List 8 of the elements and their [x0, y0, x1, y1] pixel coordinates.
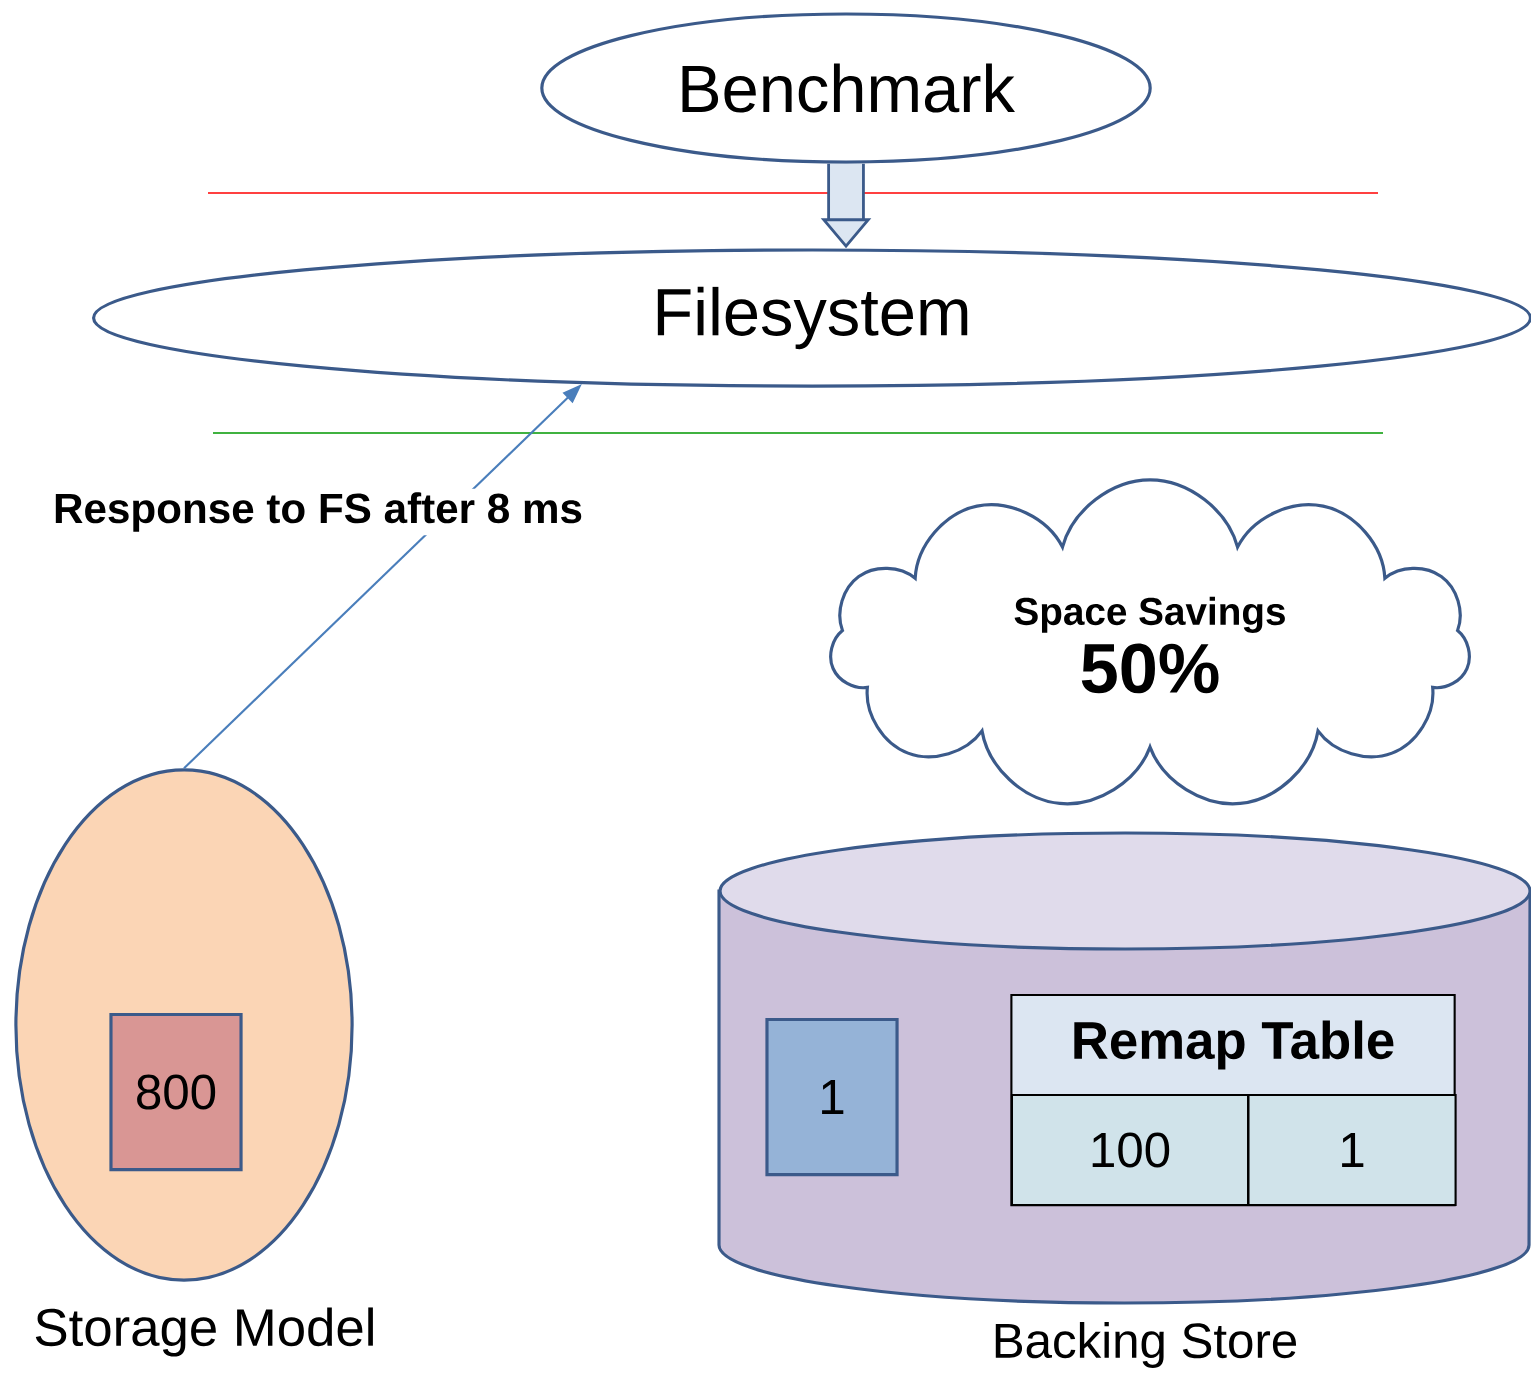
table-cell: 100 [1010, 1093, 1250, 1207]
edge-label: Response to FS after 8 ms [49, 488, 587, 536]
cloud: Space Savings 50% [829, 478, 1471, 806]
box: 800 [109, 1012, 243, 1172]
node-label: Storage Model [35, 1307, 373, 1357]
box: 1 [765, 1017, 899, 1177]
node-label: Backing Store [995, 1322, 1297, 1368]
table-cell: 1 [1247, 1093, 1457, 1207]
